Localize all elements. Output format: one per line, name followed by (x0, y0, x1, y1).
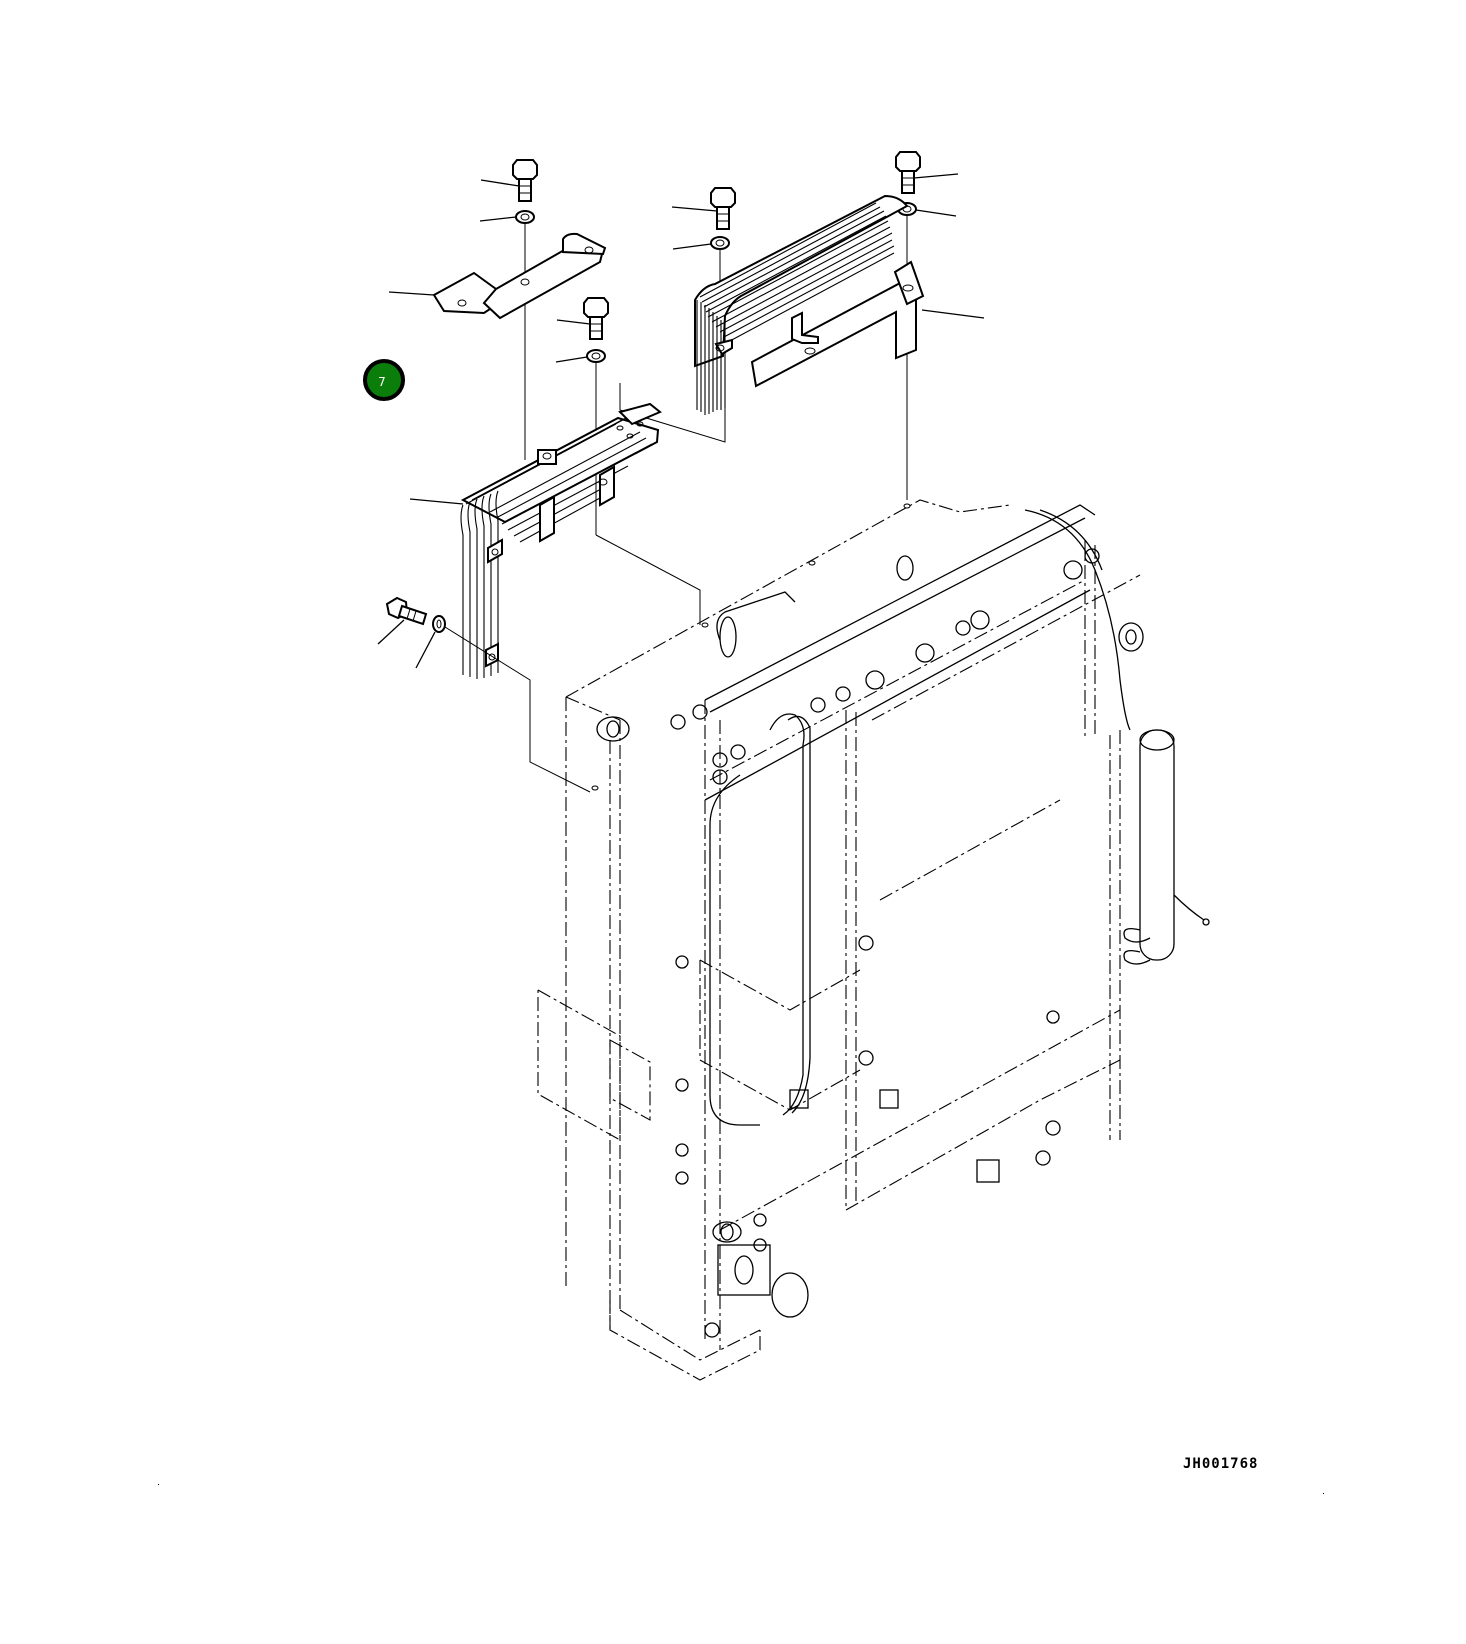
radiator-assembly (537, 499, 1210, 1381)
bracket-plate (432, 232, 607, 320)
leader-bolt-top-left (480, 179, 520, 187)
leader-bolt-center (556, 319, 591, 325)
bolt-top-right (895, 151, 921, 194)
callout-number: 7 (378, 375, 386, 389)
bolt-side (385, 596, 428, 626)
leader-washer-side (415, 631, 436, 669)
washer-center (586, 349, 606, 363)
leader-washer-top-right (915, 209, 957, 217)
washer-top-mid (710, 236, 730, 250)
leader-clamp-bracket-left (409, 498, 464, 505)
bolt-center (583, 297, 609, 340)
leader-clamp-cover-right (921, 309, 985, 319)
leader-bracket-plate (388, 291, 435, 296)
callout-badge[interactable]: 7 (363, 359, 405, 401)
drawing-id-label: JH001768 (1183, 1456, 1259, 1472)
bolt-top-left (512, 159, 538, 202)
leader-washer-top-mid (672, 243, 712, 250)
leader-bolt-top-mid (671, 206, 718, 212)
leader-washer-center (555, 356, 588, 363)
washer-top-left (515, 210, 535, 224)
leader-washer-top-left (479, 216, 517, 222)
stray-dot-left (158, 1484, 159, 1485)
leader-bolt-side (377, 619, 405, 645)
leader-bolt-top-right (913, 173, 959, 179)
washer-side (432, 615, 446, 633)
bolt-top-mid (710, 187, 736, 230)
clamp-cover-right (694, 194, 925, 415)
stray-dot-right (1323, 1493, 1324, 1494)
clamp-bracket-left (460, 402, 662, 679)
